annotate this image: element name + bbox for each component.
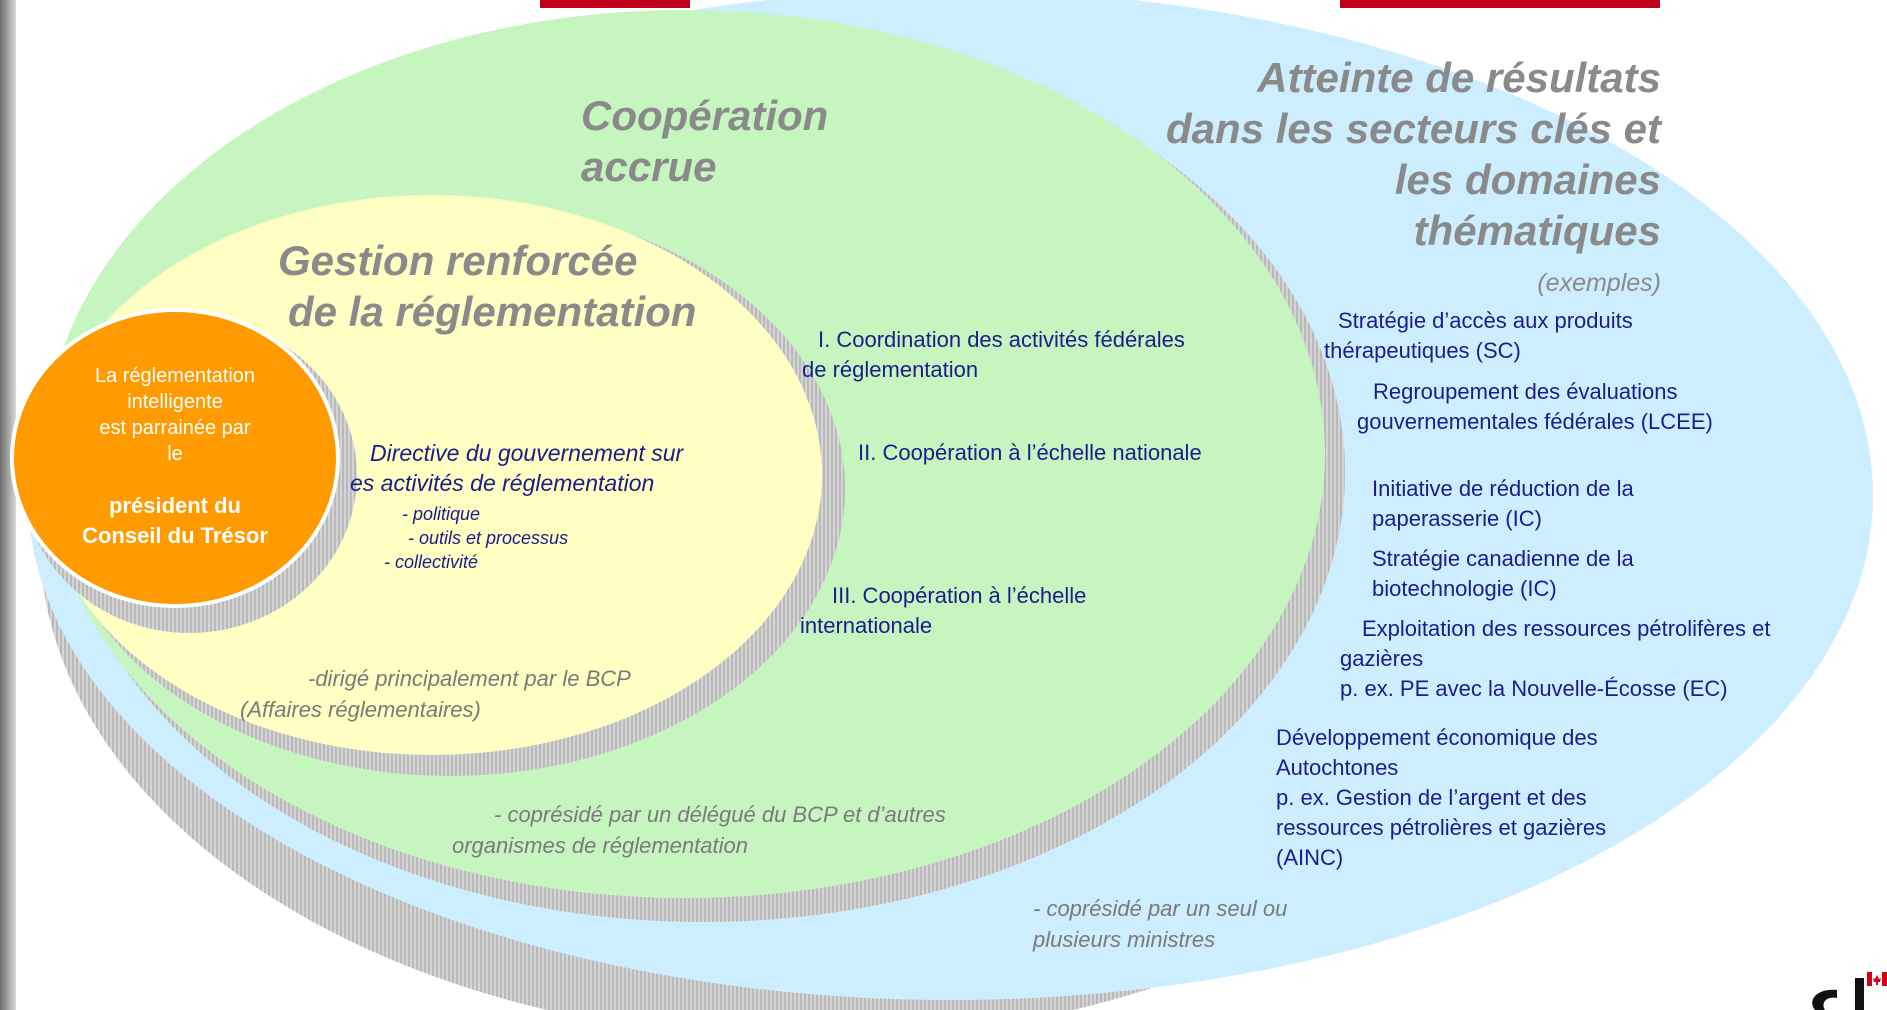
inner-heading: Gestion renforcée de la réglementation: [278, 235, 696, 337]
directive-line: Directive du gouvernement sur: [370, 440, 684, 466]
outer-item-5: Exploitation des ressources pétrolifères…: [1340, 614, 1770, 704]
outer-item-line: Développement économique des: [1276, 725, 1598, 750]
middle-heading-line: Coopération: [581, 92, 829, 139]
directive-item: - outils et processus: [408, 528, 569, 548]
outer-item-line: (AINC): [1276, 845, 1344, 870]
outer-item-line: gouvernementales fédérales (LCEE): [1357, 409, 1713, 434]
middle-item-line: internationale: [800, 613, 933, 638]
core-intro-line: intelligente: [127, 391, 223, 413]
middle-heading-line: accrue: [581, 143, 717, 190]
outer-lead: - coprésidé par un seul ou plusieurs min…: [1033, 893, 1287, 955]
examples-label: (exemples): [1537, 269, 1661, 297]
outer-item-line: biotechnologie (IC): [1372, 576, 1557, 601]
middle-item-line: I. Coordination des activités fédérales: [818, 327, 1185, 352]
inner-heading-line: de la réglementation: [288, 288, 697, 335]
outer-item-line: Autochtones: [1276, 755, 1399, 780]
middle-item-1: I. Coordination des activités fédérales …: [802, 325, 1185, 385]
outer-heading: Atteinte de résultats dans les secteurs …: [941, 52, 1661, 256]
outer-item-line: Stratégie d’accès aux produits: [1338, 308, 1633, 333]
middle-item-line: III. Coopération à l’échelle: [832, 583, 1087, 608]
middle-heading: Coopération accrue: [581, 90, 828, 192]
outer-heading-line: dans les secteurs clés et: [1166, 105, 1661, 152]
canada-wordmark-icon: [1812, 972, 1887, 1010]
outer-item-line: Initiative de réduction de la: [1372, 476, 1634, 501]
outer-item-1: Stratégie d’accès aux produits thérapeut…: [1324, 306, 1633, 366]
outer-item-line: Exploitation des ressources pétrolifères…: [1362, 616, 1771, 641]
outer-item-2: Regroupement des évaluations gouvernemen…: [1357, 377, 1713, 437]
outer-item-line: paperasserie (IC): [1372, 506, 1542, 531]
middle-lead: - coprésidé par un délégué du BCP et d’a…: [452, 799, 946, 861]
outer-item-line: ressources pétrolières et gazières: [1276, 815, 1607, 840]
outer-heading-line: les domaines: [1394, 156, 1661, 203]
outer-item-4: Stratégie canadienne de la biotechnologi…: [1372, 544, 1634, 604]
core-circle: [10, 308, 340, 608]
inner-lead-line: (Affaires réglementaires): [240, 697, 481, 722]
directive-title: Directive du gouvernement sur es activit…: [350, 438, 683, 498]
core-emphasis-line: président du: [108, 493, 241, 518]
outer-item-line: p. ex. PE avec la Nouvelle-Écosse (EC): [1340, 676, 1728, 701]
middle-item-3: III. Coopération à l’échelle internation…: [800, 581, 1086, 641]
directive-line: es activités de réglementation: [350, 470, 655, 496]
outer-item-line: thérapeutiques (SC): [1324, 338, 1521, 363]
core-intro-line: le: [167, 443, 183, 465]
middle-lead-line: - coprésidé par un délégué du BCP et d’a…: [494, 802, 946, 827]
core-text: La réglementation intelligente est parra…: [50, 363, 300, 551]
outer-heading-line: thématiques: [1413, 207, 1661, 254]
outer-item-line: p. ex. Gestion de l’argent et des: [1276, 785, 1587, 810]
outer-item-line: Regroupement des évaluations: [1373, 379, 1678, 404]
inner-lead-line: -dirigé principalement par le BCP: [308, 666, 631, 691]
core-emphasis-line: Conseil du Trésor: [82, 523, 268, 548]
outer-item-6: Développement économique des Autochtones…: [1276, 723, 1606, 873]
middle-item-2: II. Coopération à l’échelle nationale: [858, 438, 1202, 468]
outer-item-line: Stratégie canadienne de la: [1372, 546, 1634, 571]
middle-item-line: II. Coopération à l’échelle nationale: [858, 440, 1202, 465]
outer-lead-line: - coprésidé par un seul ou: [1033, 896, 1288, 921]
inner-lead: -dirigé principalement par le BCP (Affai…: [240, 663, 631, 725]
outer-heading-line: Atteinte de résultats: [1257, 54, 1661, 101]
outer-item-3: Initiative de réduction de la paperasser…: [1372, 474, 1634, 534]
directive-items: - politique - outils et processus - coll…: [380, 502, 568, 574]
top-red-bar-left: [540, 0, 690, 8]
directive-item: - collectivité: [384, 552, 479, 572]
core-intro-line: est parrainée par: [99, 417, 251, 439]
core-intro-line: La réglementation: [94, 365, 256, 387]
middle-item-line: de réglementation: [802, 357, 979, 382]
directive-item: - politique: [402, 504, 481, 524]
outer-item-line: gazières: [1340, 646, 1424, 671]
inner-heading-line: Gestion renforcée: [278, 237, 638, 284]
top-red-bar-right: [1340, 0, 1660, 8]
left-edge-strip: [0, 0, 16, 1010]
middle-lead-line: organismes de réglementation: [452, 833, 748, 858]
outer-lead-line: plusieurs ministres: [1033, 927, 1216, 952]
